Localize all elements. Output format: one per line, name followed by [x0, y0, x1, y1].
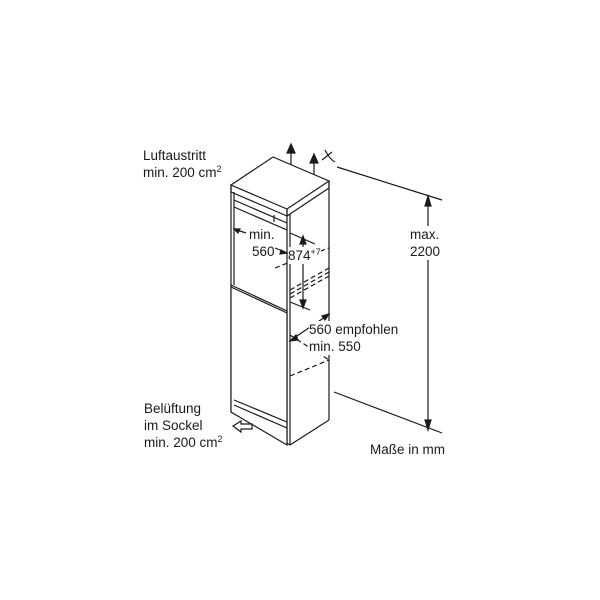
niche-width-dimension	[232, 228, 289, 255]
niche-width-label: min. 560	[249, 227, 275, 259]
depth-label: 560 empfohlen min. 550	[309, 321, 399, 355]
ventilation-label: Belüftung im Sockel min. 200 cm2	[144, 401, 223, 450]
cabinet-top-panel	[229, 156, 331, 217]
air-outlet-label: Luftaustritt min. 200 cm2	[143, 148, 222, 180]
niche-height-dimension	[289, 232, 316, 311]
niche-height-label: 874+7	[288, 247, 321, 264]
air-outlet-arrows	[286, 142, 336, 175]
total-height-label: max. 2200	[410, 226, 441, 260]
units-label: Maße in mm	[370, 442, 446, 457]
ventilation-inlet-arrow	[231, 419, 253, 434]
total-height-dimension	[333, 166, 443, 434]
appliance-door	[230, 284, 288, 447]
